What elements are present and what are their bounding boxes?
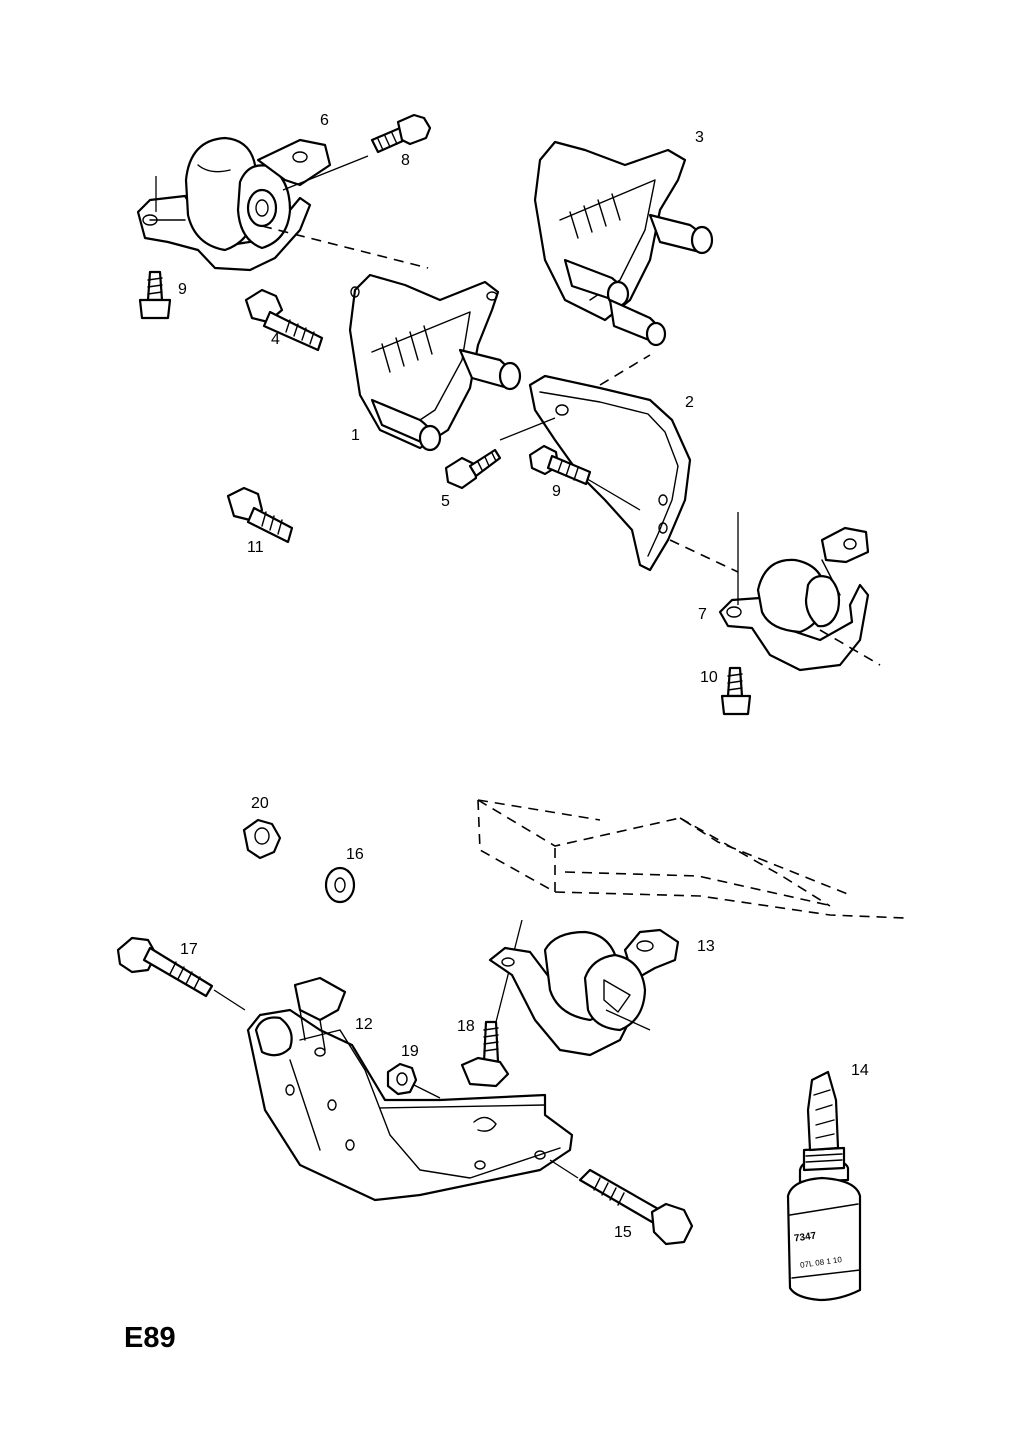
callout-3: 3 <box>695 129 704 146</box>
part-5-screw <box>444 448 502 490</box>
part-13-mount <box>488 928 680 1057</box>
engine-ghost-outline <box>477 799 906 919</box>
part-12-bracket <box>246 976 574 1202</box>
callout-9-upper: 9 <box>178 281 187 298</box>
callout-16: 16 <box>346 846 364 863</box>
callout-4: 4 <box>271 331 280 348</box>
callout-18: 18 <box>457 1018 475 1035</box>
part-3-bracket <box>533 140 714 347</box>
part-14-bottle <box>786 1070 862 1302</box>
part-9-bolt-middle <box>528 444 592 486</box>
callout-11: 11 <box>247 539 264 556</box>
part-7-mount <box>718 512 881 672</box>
callout-8: 8 <box>401 152 410 169</box>
callout-15: 15 <box>614 1224 632 1241</box>
part-16-washer <box>324 866 356 904</box>
callout-9-middle: 9 <box>552 483 561 500</box>
callout-14: 14 <box>851 1062 869 1079</box>
callout-7: 7 <box>698 606 707 623</box>
part-8-bolt <box>370 113 432 154</box>
page-code: E89 <box>124 1322 176 1354</box>
callout-19: 19 <box>401 1043 419 1060</box>
callout-1: 1 <box>351 427 360 444</box>
part-15-bolt <box>549 1159 694 1246</box>
part-19-nut <box>386 1062 441 1099</box>
part-18-screw <box>460 919 523 1088</box>
callout-2: 2 <box>685 394 694 411</box>
callout-17: 17 <box>180 941 198 958</box>
callout-5: 5 <box>441 493 450 510</box>
callout-6: 6 <box>320 112 329 129</box>
part-6-mount <box>136 136 429 272</box>
callout-12: 12 <box>355 1016 373 1033</box>
part-10-screw <box>720 666 752 716</box>
part-1-bracket <box>348 273 522 452</box>
part-17-bolt <box>116 936 246 1011</box>
callout-20: 20 <box>251 795 269 812</box>
part-9-screw-upper <box>138 270 172 320</box>
part-2-plate <box>499 354 739 573</box>
part-20-nut <box>242 818 282 860</box>
part-4-bolt <box>244 288 324 352</box>
callout-13: 13 <box>697 938 715 955</box>
callout-10: 10 <box>700 669 718 686</box>
part-11-bolt <box>226 486 294 544</box>
